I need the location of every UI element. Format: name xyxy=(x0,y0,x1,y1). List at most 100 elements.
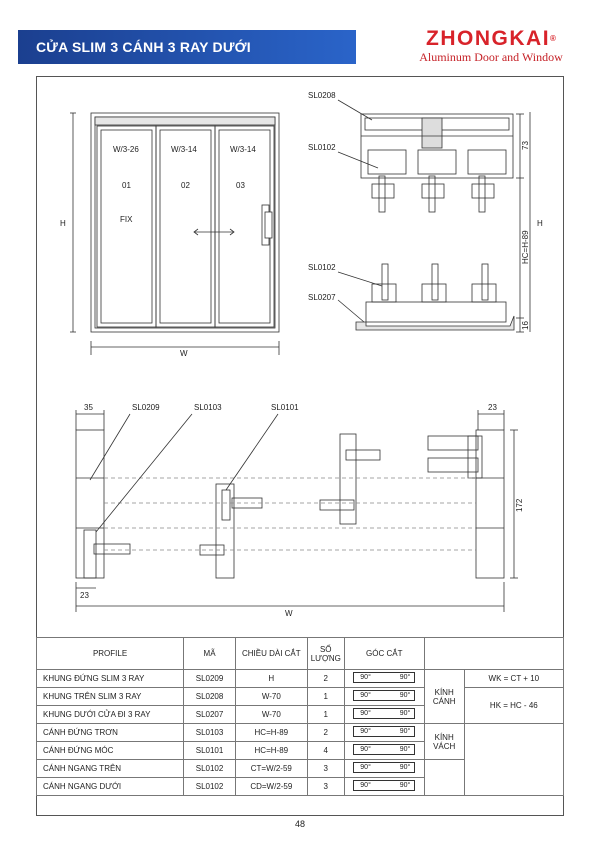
elevation-top-rail xyxy=(94,116,276,126)
label-sl0207: SL0207 xyxy=(308,293,336,302)
panel-number-1: 01 xyxy=(122,181,131,190)
panel-label-2: W/3-14 xyxy=(171,145,197,154)
header-code: MÃ xyxy=(183,637,236,670)
arrow-head-left xyxy=(193,228,199,236)
cell-code: SL0209 xyxy=(183,669,236,688)
cell-angle: 90°90° xyxy=(343,705,425,724)
cell-code: SL0102 xyxy=(183,777,236,796)
dim-23-right: 23 xyxy=(488,403,497,412)
cell-qty: 1 xyxy=(306,705,345,724)
section-bottom-frame xyxy=(355,263,515,331)
cell-qty: 3 xyxy=(306,759,345,778)
cell-qty: 4 xyxy=(306,741,345,760)
door-handle-grip xyxy=(264,211,273,239)
label-sl0102-top: SL0102 xyxy=(308,143,336,152)
sash-01 xyxy=(96,125,157,328)
dim-16: 16 xyxy=(521,321,530,330)
cell-length: HC=H-89 xyxy=(234,723,308,742)
logo-registered-mark: ® xyxy=(550,34,556,43)
cell-profile: KHUNG ĐỨNG SLIM 3 RAY xyxy=(35,669,185,688)
panel-number-3: 03 xyxy=(236,181,245,190)
leader-sl0102-top xyxy=(337,151,379,169)
elevation-outer-frame xyxy=(90,112,280,333)
label-sl0209: SL0209 xyxy=(132,403,160,412)
cell-angle: 90°90° xyxy=(343,669,425,688)
dim-35: 35 xyxy=(84,403,93,412)
label-sl0208: SL0208 xyxy=(308,91,336,100)
cell-angle: 90°90° xyxy=(343,687,425,706)
leader-sl0208 xyxy=(337,99,373,121)
cell-code: SL0102 xyxy=(183,759,236,778)
section-left-jamb xyxy=(75,429,131,579)
header-profile: PROFILE xyxy=(35,637,185,670)
glass-fixed-label: KÍNH VÁCH xyxy=(423,723,465,760)
page-number: 48 xyxy=(294,819,305,829)
formula-wk: WK = CT + 10 xyxy=(463,669,565,688)
cell-profile: KHUNG TRÊN SLIM 3 RAY xyxy=(35,687,185,706)
glass-empty-cell xyxy=(463,723,565,796)
table-row: KHUNG TRÊN SLIM 3 RAY SL0208 W-70 1 90°9… xyxy=(35,687,565,724)
section-height-label: H xyxy=(537,219,543,228)
section-sash-middle xyxy=(199,483,263,579)
formula-hk: HK = HC - 46 xyxy=(463,687,565,724)
cell-code: SL0101 xyxy=(183,741,236,760)
logo-tagline: Aluminum Door and Window xyxy=(419,50,563,64)
cell-code: SL0103 xyxy=(183,723,236,742)
label-sl0101: SL0101 xyxy=(271,403,299,412)
section-top-frame xyxy=(360,113,514,213)
table-row: CÁNH NGANG TRÊN SL0102 CT=W/2-59 3 90°90… xyxy=(35,759,564,796)
page-title: CỬA SLIM 3 CÁNH 3 RAY DƯỚI xyxy=(18,30,356,64)
dim-23-left: 23 xyxy=(80,591,89,600)
cell-length: HC=H-89 xyxy=(234,741,308,760)
dim-hc: HC=H-89 xyxy=(521,230,530,264)
cell-profile: CÁNH NGANG DƯỚI xyxy=(35,777,185,796)
dim-172: 172 xyxy=(515,498,524,512)
table-row: KHUNG ĐỨNG SLIM 3 RAY SL0209 H 2 90°90° … xyxy=(35,669,565,724)
brand-logo: ZHONGKAI® Aluminum Door and Window xyxy=(396,28,586,68)
section-right-jamb xyxy=(427,429,505,579)
cell-length: W-70 xyxy=(234,687,308,706)
elevation-height-label: H xyxy=(60,219,66,228)
header-qty: SỐ LƯỢNG xyxy=(306,637,345,670)
cell-profile: CÁNH NGANG TRÊN xyxy=(35,759,185,778)
cell-length: H xyxy=(234,669,308,688)
cell-qty: 1 xyxy=(306,687,345,706)
section-width-label: W xyxy=(285,609,293,618)
sash-02-glass xyxy=(159,129,212,324)
sash-02 xyxy=(155,125,216,328)
table-row: KHUNG DƯỚI CỬA ĐI 3 RAY SL0207 W-70 1 90… xyxy=(35,705,564,724)
cell-angle: 90°90° xyxy=(343,741,425,760)
table-header-row: PROFILE MÃ CHIỀU DÀI CẮT SỐ LƯỢNG GÓC CẮ… xyxy=(35,637,565,670)
leader-sl0103 xyxy=(95,413,193,533)
sash-01-glass xyxy=(100,129,153,324)
table-row: CÁNH NGANG DƯỚI SL0102 CD=W/2-59 3 90°90… xyxy=(35,777,564,796)
drawing-frame xyxy=(36,76,564,816)
cell-angle: 90°90° xyxy=(343,759,425,778)
cell-length: W-70 xyxy=(234,705,308,724)
section-sash-right xyxy=(319,433,381,525)
label-sl0102-bottom: SL0102 xyxy=(308,263,336,272)
cell-length: CD=W/2-59 xyxy=(234,777,308,796)
label-sl0103: SL0103 xyxy=(194,403,222,412)
cell-qty: 2 xyxy=(306,669,345,688)
cell-qty: 3 xyxy=(306,777,345,796)
profile-table: PROFILE MÃ CHIỀU DÀI CẮT SỐ LƯỢNG GÓC CẮ… xyxy=(35,637,565,796)
cell-angle: 90°90° xyxy=(343,777,425,796)
panel-label-1: W/3-26 xyxy=(113,145,139,154)
cell-code: SL0208 xyxy=(183,687,236,706)
cell-angle: 90°90° xyxy=(343,723,425,742)
glass-empty-cell-2 xyxy=(423,759,465,796)
cell-code: SL0207 xyxy=(183,705,236,724)
fix-label: FIX xyxy=(120,215,133,224)
table-row: CÁNH ĐỨNG MÓC SL0101 HC=H-89 4 90°90° xyxy=(35,741,564,760)
elevation-width-label: W xyxy=(180,349,188,358)
header-glass xyxy=(423,637,565,670)
panel-label-3: W/3-14 xyxy=(230,145,256,154)
cell-profile: CÁNH ĐỨNG TRƠN xyxy=(35,723,185,742)
header-angle: GÓC CẮT xyxy=(343,637,425,670)
leader-sl0102-bottom xyxy=(337,271,383,287)
table-row: CÁNH ĐỨNG TRƠN SL0103 HC=H-89 2 90°90° K… xyxy=(35,723,565,796)
sash-03 xyxy=(214,125,275,328)
glass-sash-label: KÍNH CÁNH xyxy=(423,669,465,724)
arrow-head-right xyxy=(229,228,235,236)
